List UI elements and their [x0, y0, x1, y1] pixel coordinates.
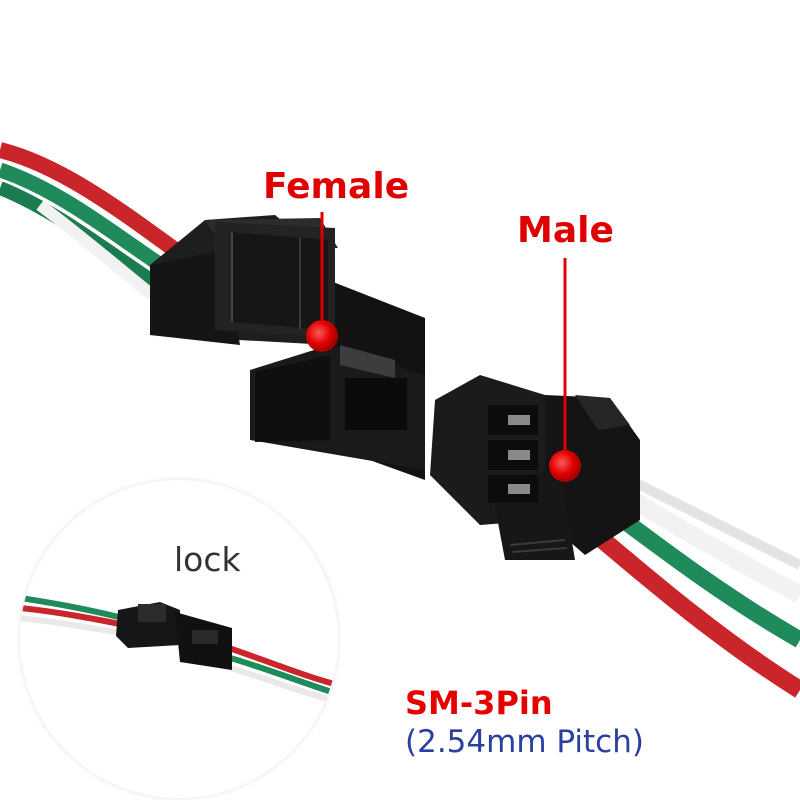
male-label: Male: [517, 210, 614, 251]
female-wire-bundle: [0, 142, 180, 300]
lock-label: lock: [174, 540, 241, 579]
male-connector: [430, 375, 640, 560]
male-wire-bundle: [579, 475, 800, 698]
male-pointer: [549, 258, 581, 482]
female-label: Female: [263, 166, 410, 207]
product-title: SM-3Pin: [405, 684, 553, 722]
locked-connector-photo: [20, 595, 338, 705]
product-subtitle: (2.54mm Pitch): [405, 724, 644, 760]
male-marker-dot: [549, 450, 581, 482]
lock-inset: lock: [20, 480, 338, 798]
female-pointer: [306, 212, 338, 352]
female-marker-dot: [306, 320, 338, 352]
female-connector: [150, 215, 425, 480]
